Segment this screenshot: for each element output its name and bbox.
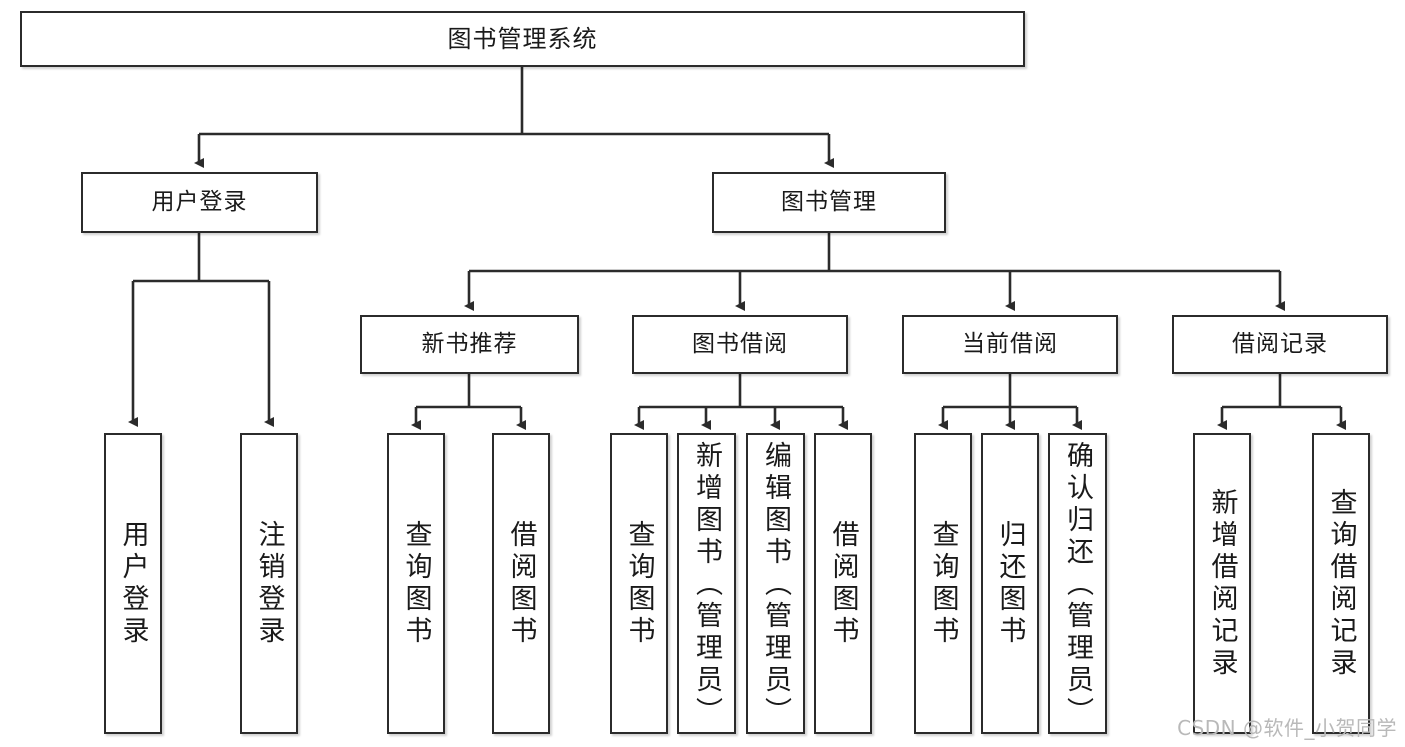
node-label: 归还图书 — [994, 519, 1026, 648]
node-label: 注销登录 — [253, 519, 285, 648]
node-label: 查询图书 — [623, 519, 655, 648]
node-current-borrow[interactable]: 当前借阅 — [902, 315, 1118, 374]
node-leaf-query-record[interactable]: 查询借阅记录 — [1312, 433, 1370, 734]
node-label: 查询图书 — [400, 519, 432, 648]
node-leaf-borrow-book-2[interactable]: 借阅图书 — [814, 433, 872, 734]
node-root-book-management-system[interactable]: 图书管理系统 — [20, 11, 1025, 67]
node-label: 新书推荐 — [421, 330, 518, 357]
node-borrow-record[interactable]: 借阅记录 — [1172, 315, 1388, 374]
node-new-book-recommend[interactable]: 新书推荐 — [360, 315, 579, 374]
node-label: 借阅图书 — [505, 519, 537, 648]
node-leaf-query-book-1[interactable]: 查询图书 — [387, 433, 445, 734]
node-label: 新增图书（管理员） — [691, 441, 722, 729]
node-label: 图书管理系统 — [447, 24, 598, 53]
node-label: 图书借阅 — [692, 330, 788, 357]
node-leaf-query-book-2[interactable]: 查询图书 — [610, 433, 668, 734]
node-label: 编辑图书（管理员） — [760, 441, 791, 729]
node-leaf-logout-login[interactable]: 注销登录 — [240, 433, 298, 734]
node-leaf-return-book[interactable]: 归还图书 — [981, 433, 1039, 734]
node-leaf-query-book-3[interactable]: 查询图书 — [914, 433, 972, 734]
node-label: 确认归还（管理员） — [1062, 441, 1093, 729]
node-label: 图书管理 — [781, 188, 877, 215]
watermark: CSDN @软件_小贺同学 — [1177, 716, 1397, 740]
node-label: 借阅记录 — [1232, 330, 1328, 357]
node-leaf-user-login[interactable]: 用户登录 — [104, 433, 162, 734]
node-leaf-add-book[interactable]: 新增图书（管理员） — [677, 433, 736, 734]
node-leaf-confirm-return[interactable]: 确认归还（管理员） — [1048, 433, 1107, 734]
node-label: 用户登录 — [117, 519, 149, 648]
node-leaf-add-record[interactable]: 新增借阅记录 — [1193, 433, 1251, 734]
node-leaf-edit-book[interactable]: 编辑图书（管理员） — [746, 433, 805, 734]
node-label: 新增借阅记录 — [1206, 487, 1238, 680]
node-label: 借阅图书 — [827, 519, 859, 648]
node-book-management[interactable]: 图书管理 — [712, 172, 946, 233]
node-label: 查询图书 — [927, 519, 959, 648]
node-label: 当前借阅 — [962, 330, 1058, 357]
node-user-login[interactable]: 用户登录 — [81, 172, 318, 233]
node-leaf-borrow-book-1[interactable]: 借阅图书 — [492, 433, 550, 734]
node-book-borrow[interactable]: 图书借阅 — [632, 315, 848, 374]
node-label: 用户登录 — [151, 188, 248, 215]
node-label: 查询借阅记录 — [1325, 487, 1357, 680]
